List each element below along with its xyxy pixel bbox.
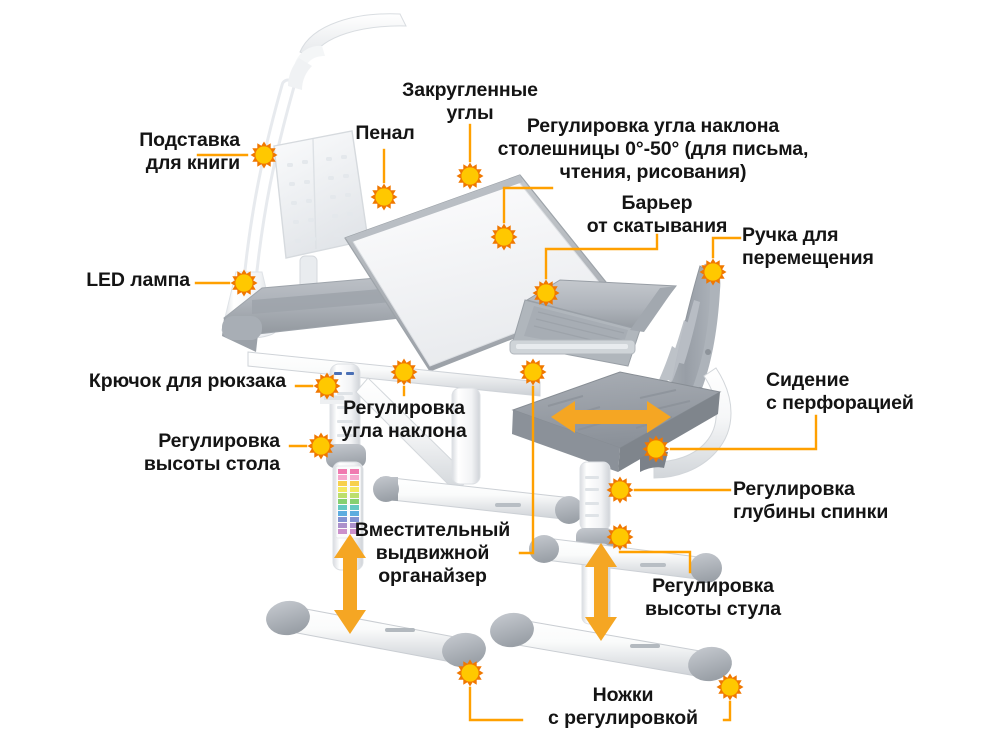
marker-backrest-depth[interactable] xyxy=(606,476,634,504)
rolling-barrier-graphic xyxy=(509,279,677,367)
marker-book-stand[interactable] xyxy=(250,141,278,169)
marker-feet-left[interactable] xyxy=(456,659,484,687)
marker-backpack-hook[interactable] xyxy=(313,372,341,400)
marker-feet-right[interactable] xyxy=(716,673,744,701)
leader-feet-right xyxy=(722,700,732,722)
marker-desk-height[interactable] xyxy=(307,432,335,460)
marker-chair-height[interactable] xyxy=(606,523,634,551)
marker-perforated-seat[interactable] xyxy=(642,435,670,463)
leader-carry-handle xyxy=(711,236,742,259)
leader-feet-left xyxy=(468,686,524,722)
seat-depth-arrow xyxy=(551,401,671,433)
marker-led-lamp[interactable] xyxy=(230,269,258,297)
marker-rounded-corners[interactable] xyxy=(456,162,484,190)
marker-barrier[interactable] xyxy=(532,279,560,307)
desk-height-arrow xyxy=(334,534,366,634)
chair-height-arrow xyxy=(585,543,617,641)
marker-tilt-angle[interactable] xyxy=(390,358,418,386)
leader-tilt-tabletop xyxy=(502,186,554,224)
marker-carry-handle[interactable] xyxy=(699,258,727,286)
leader-storage xyxy=(518,385,535,555)
desk-frame-graphic xyxy=(247,351,583,668)
leader-chair-height xyxy=(618,550,692,574)
leader-perforated-seat xyxy=(669,414,818,451)
book-stand-graphic xyxy=(273,130,369,297)
marker-tilt-tabletop[interactable] xyxy=(490,223,518,251)
marker-storage[interactable] xyxy=(519,358,547,386)
leader-barrier xyxy=(544,233,659,280)
marker-pencil-case[interactable] xyxy=(370,183,398,211)
